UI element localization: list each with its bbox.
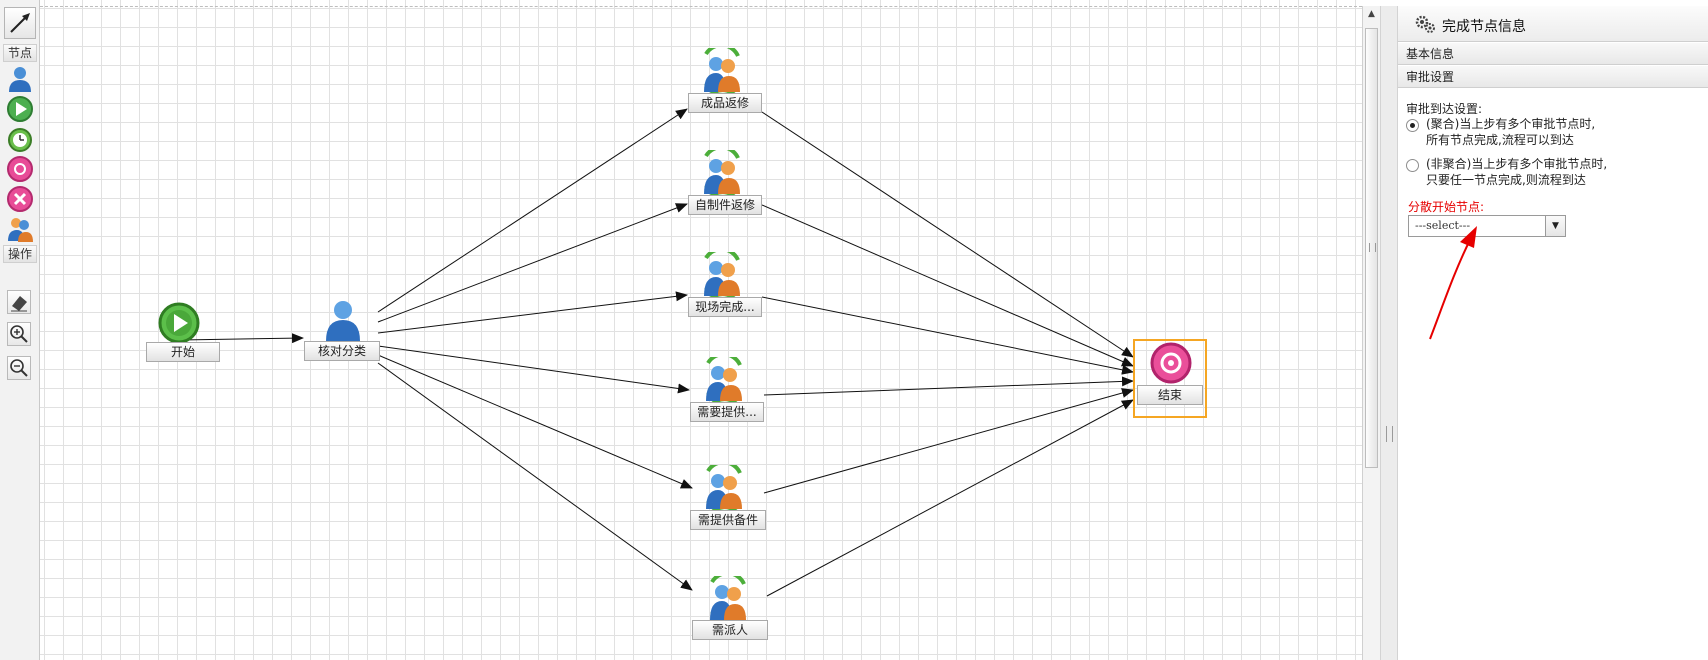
canvas-vertical-scrollbar[interactable]: ▲ bbox=[1362, 6, 1380, 660]
node-label: 现场完成... bbox=[688, 297, 762, 317]
panel-header: 完成节点信息 bbox=[1398, 6, 1708, 42]
node-label: 结束 bbox=[1137, 385, 1203, 405]
edge-check-n4 bbox=[377, 345, 690, 394]
canvas-top-border bbox=[40, 6, 1362, 7]
start-node-icon bbox=[158, 302, 200, 344]
group-node-icon bbox=[704, 150, 740, 196]
option2-line2: 只要任一节点完成,则流程到达 bbox=[1426, 173, 1586, 187]
zoom-out-button[interactable] bbox=[7, 356, 31, 380]
operations-section-header: 操作 bbox=[3, 245, 37, 263]
start-node-icon[interactable] bbox=[5, 94, 35, 124]
edge-check-n1 bbox=[377, 108, 688, 313]
user-node-icon[interactable] bbox=[5, 64, 35, 94]
radio-non-aggregate-label: (非聚合)当上步有多个审批节点时, 只要任一节点完成,则流程到达 bbox=[1426, 156, 1607, 188]
diverge-start-node-label: 分散开始节点: bbox=[1408, 200, 1485, 214]
edge-check-n5 bbox=[377, 354, 693, 489]
node-label: 需要提供... bbox=[690, 402, 764, 422]
radio-non-aggregate[interactable] bbox=[1406, 159, 1419, 172]
scroll-up-icon[interactable]: ▲ bbox=[1368, 9, 1375, 19]
group-node-icon bbox=[706, 465, 742, 511]
node-label: 核对分类 bbox=[304, 341, 380, 361]
tab-basic-info[interactable]: 基本信息 bbox=[1398, 42, 1708, 65]
edge-n2-end bbox=[761, 204, 1134, 367]
edge-start-check bbox=[180, 333, 304, 344]
end-node-icon[interactable] bbox=[5, 154, 35, 184]
group-node-icon bbox=[704, 252, 740, 298]
chevron-down-icon[interactable]: ▼ bbox=[1545, 216, 1565, 236]
connection-layer bbox=[180, 108, 1134, 597]
node-label: 自制件返修 bbox=[688, 195, 762, 215]
zoom-out-icon bbox=[10, 359, 28, 377]
edge-n3-end bbox=[761, 296, 1134, 375]
panel-splitter[interactable] bbox=[1380, 6, 1398, 660]
eraser-icon bbox=[11, 296, 27, 312]
edge-check-n2 bbox=[377, 203, 688, 323]
grip-icon bbox=[1386, 426, 1393, 442]
end-node-icon bbox=[1150, 342, 1192, 384]
annotation-arrow bbox=[1429, 226, 1477, 340]
option1-line2: 所有节点完成,流程可以到达 bbox=[1426, 133, 1574, 147]
group-node-icon[interactable] bbox=[5, 214, 35, 244]
radio-aggregate-label: (聚合)当上步有多个审批节点时, 所有节点完成,流程可以到达 bbox=[1426, 116, 1595, 148]
pointer-tool-button[interactable] bbox=[4, 7, 36, 39]
nodes-section-header: 节点 bbox=[3, 44, 37, 62]
arrow-pointer-icon bbox=[10, 13, 30, 33]
workflow-canvas[interactable]: 开始 核对分类 成品返修 bbox=[40, 0, 1362, 660]
option1-line1: (聚合)当上步有多个审批节点时, bbox=[1426, 117, 1596, 131]
group-node-icon bbox=[710, 576, 746, 622]
edge-n5-end bbox=[763, 388, 1134, 494]
group-node-icon bbox=[706, 357, 742, 403]
node-label: 需派人 bbox=[692, 620, 768, 640]
radio-aggregate[interactable] bbox=[1406, 119, 1419, 132]
node-label: 开始 bbox=[146, 342, 220, 362]
select-value: ---select--- bbox=[1415, 219, 1471, 232]
diverge-start-node-select[interactable]: ---select--- ▼ bbox=[1408, 215, 1566, 237]
selected-node-frame bbox=[1133, 339, 1207, 418]
panel-title: 完成节点信息 bbox=[1442, 19, 1526, 35]
edge-check-n6 bbox=[377, 362, 693, 591]
toolbox: 节点 bbox=[0, 0, 40, 660]
grip-icon bbox=[1369, 243, 1376, 252]
eraser-button[interactable] bbox=[7, 290, 31, 314]
arrival-settings-label: 审批到达设置: bbox=[1406, 102, 1483, 116]
node-label: 成品返修 bbox=[688, 93, 762, 113]
scroll-thumb[interactable] bbox=[1365, 28, 1378, 468]
cancel-node-icon[interactable] bbox=[5, 184, 35, 214]
tab-approval-settings[interactable]: 审批设置 bbox=[1398, 65, 1708, 88]
group-node-icon bbox=[704, 48, 740, 94]
edge-n4-end bbox=[763, 376, 1134, 396]
edge-n1-end bbox=[761, 111, 1134, 358]
timer-node-icon[interactable] bbox=[5, 124, 35, 154]
option2-line1: (非聚合)当上步有多个审批节点时, bbox=[1426, 157, 1608, 171]
edge-n6-end bbox=[766, 399, 1134, 597]
zoom-in-icon bbox=[10, 325, 28, 343]
gears-icon bbox=[1415, 15, 1435, 33]
edge-check-n3 bbox=[377, 291, 688, 334]
user-node-icon bbox=[326, 301, 360, 341]
zoom-in-button[interactable] bbox=[7, 322, 31, 346]
node-label: 需提供备件 bbox=[690, 510, 766, 530]
node-properties-panel: 完成节点信息 基本信息 审批设置 审批到达设置: (聚合)当上步有多个审批节点时… bbox=[1398, 6, 1708, 660]
